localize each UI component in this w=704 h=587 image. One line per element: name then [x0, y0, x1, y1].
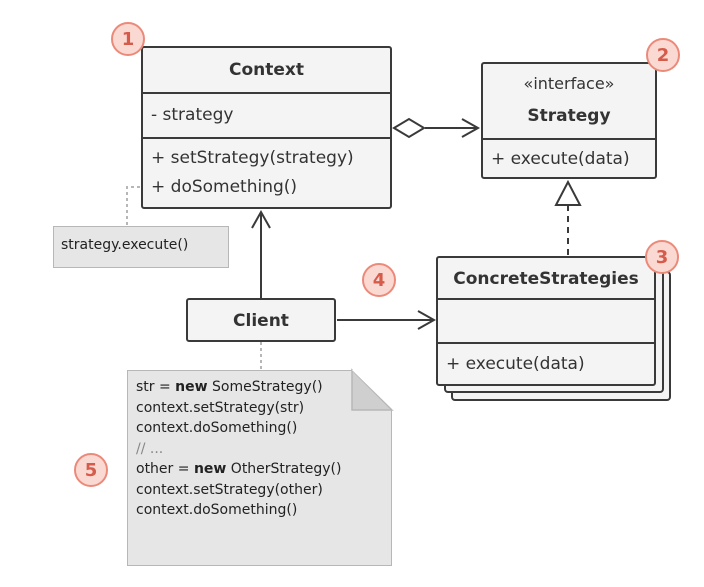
context-field-row: - strategy	[143, 92, 390, 137]
concrete-strategies-class: ConcreteStrategies + execute(data)	[436, 256, 656, 386]
context-class: Context - strategy + setStrategy(strateg…	[141, 46, 392, 209]
strategy-method-row: + execute(data)	[483, 138, 655, 177]
context-method-1: + setStrategy(strategy)	[151, 148, 354, 168]
concrete-method: + execute(data)	[446, 354, 585, 374]
code-line: context.setStrategy(other)	[136, 481, 323, 498]
client-class: Client	[186, 298, 336, 342]
badge-5: 5	[74, 453, 108, 487]
code-lines: str = new SomeStrategy() context.setStra…	[136, 377, 341, 521]
context-methods-row: + setStrategy(strategy) + doSomething()	[143, 137, 390, 207]
code-line: context.doSomething()	[136, 420, 298, 436]
execute-note-text: strategy.execute()	[61, 237, 189, 253]
concrete-method-row: + execute(data)	[438, 342, 654, 384]
client-context-arrowhead	[251, 209, 271, 229]
client-concrete-arrowhead	[417, 310, 437, 330]
concrete-title: ConcreteStrategies	[453, 269, 639, 289]
code-line: str = new SomeStrategy()	[136, 379, 323, 395]
context-method-2: + doSomething()	[151, 177, 298, 197]
badge-3: 3	[645, 240, 679, 274]
execute-note: strategy.execute()	[53, 226, 229, 268]
code-line: context.doSomething()	[136, 502, 298, 518]
code-line: other = new OtherStrategy()	[136, 461, 342, 477]
concrete-field-row	[438, 298, 654, 342]
strategy-title: Strategy	[527, 106, 611, 126]
context-field: - strategy	[151, 105, 234, 125]
code-line: context.setStrategy(str)	[136, 399, 305, 416]
code-note: str = new SomeStrategy() context.setStra…	[127, 370, 392, 566]
code-line: // ...	[136, 440, 164, 457]
client-title: Client	[233, 311, 289, 331]
badge-4: 4	[362, 263, 396, 297]
strategy-interface: «interface» Strategy + execute(data)	[481, 62, 657, 179]
context-title: Context	[228, 60, 304, 80]
aggregation-diamond	[392, 117, 426, 139]
aggregation-arrowhead	[461, 118, 481, 138]
badge-2: 2	[646, 38, 680, 72]
realization-triangle	[554, 179, 582, 206]
badge-1: 1	[111, 22, 145, 56]
strategy-stereotype: «interface»	[523, 74, 615, 93]
strategy-method: + execute(data)	[491, 149, 630, 169]
